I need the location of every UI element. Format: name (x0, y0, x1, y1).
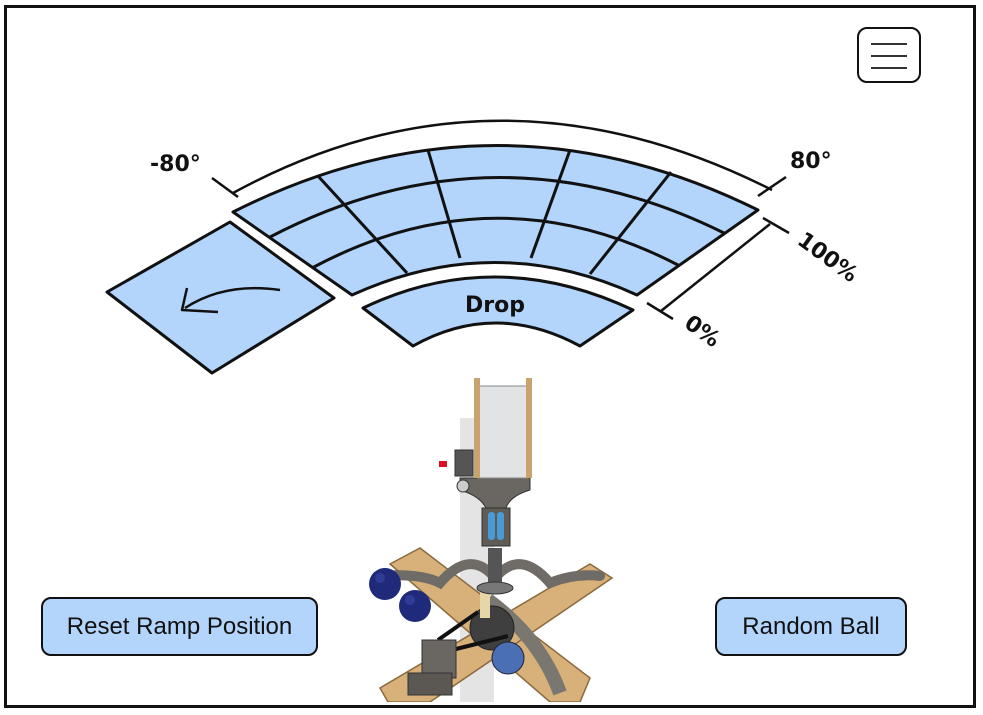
angle-max-tick (757, 175, 787, 198)
motor-bracket (407, 672, 453, 696)
servo-mount (481, 507, 511, 547)
servo-link (488, 512, 495, 540)
ball-highlight (405, 595, 415, 605)
power-min-label: 0% (679, 311, 724, 353)
angle-column-line (529, 149, 572, 259)
curved-arrow-left-icon (184, 286, 281, 310)
launch-zone-fan[interactable] (231, 144, 760, 297)
power-min-tick (646, 301, 674, 321)
ball-highlight (375, 573, 385, 583)
random-ball-button[interactable]: Random Ball (715, 597, 907, 656)
column-collar (476, 581, 514, 595)
shaft (480, 588, 490, 618)
ball (399, 590, 431, 622)
hamburger-menu-icon (871, 43, 907, 45)
servo-link (497, 512, 504, 540)
motor (421, 639, 457, 679)
rotate-zone[interactable] (105, 220, 336, 375)
drop-zone[interactable] (361, 275, 635, 348)
bearing-mount (491, 641, 525, 675)
drop-label: Drop (465, 293, 525, 318)
hinge (456, 479, 470, 493)
ramp-rail (526, 378, 532, 478)
power-row-line (311, 216, 679, 270)
power-row-line (269, 176, 725, 239)
ramp-chute (477, 385, 529, 479)
power-range-bracket (660, 223, 771, 312)
sensor-box (454, 449, 474, 477)
sensor-light (439, 461, 447, 467)
angle-range-bracket (232, 119, 773, 195)
control-diagram[interactable]: -80° 80° 100% 0% Drop (0, 0, 983, 400)
ramp-rail (474, 378, 480, 478)
menu-button[interactable] (857, 27, 921, 83)
power-max-label: 100% (792, 228, 862, 288)
ramp-head (459, 477, 531, 509)
angle-min-label: -80° (150, 152, 201, 177)
column (488, 548, 502, 588)
curved-arrow-left-icon-head (180, 287, 219, 314)
ball (369, 568, 401, 600)
angle-column-line (426, 149, 462, 259)
angle-column-line (316, 174, 409, 275)
reset-ramp-position-button[interactable]: Reset Ramp Position (41, 597, 318, 656)
power-max-tick (762, 216, 790, 235)
hamburger-menu-icon-bar (871, 67, 907, 69)
launcher-machine-image (369, 378, 614, 702)
angle-max-label: 80° (790, 149, 832, 174)
angle-min-tick (211, 176, 239, 199)
hamburger-menu-icon-bar (871, 55, 907, 57)
angle-column-line (588, 171, 673, 275)
